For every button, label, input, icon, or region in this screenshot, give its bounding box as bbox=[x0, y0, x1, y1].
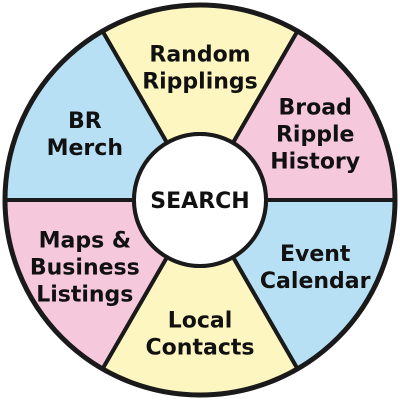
search-button[interactable]: SEARCH bbox=[132, 132, 268, 268]
search-button-circle[interactable] bbox=[132, 132, 268, 268]
